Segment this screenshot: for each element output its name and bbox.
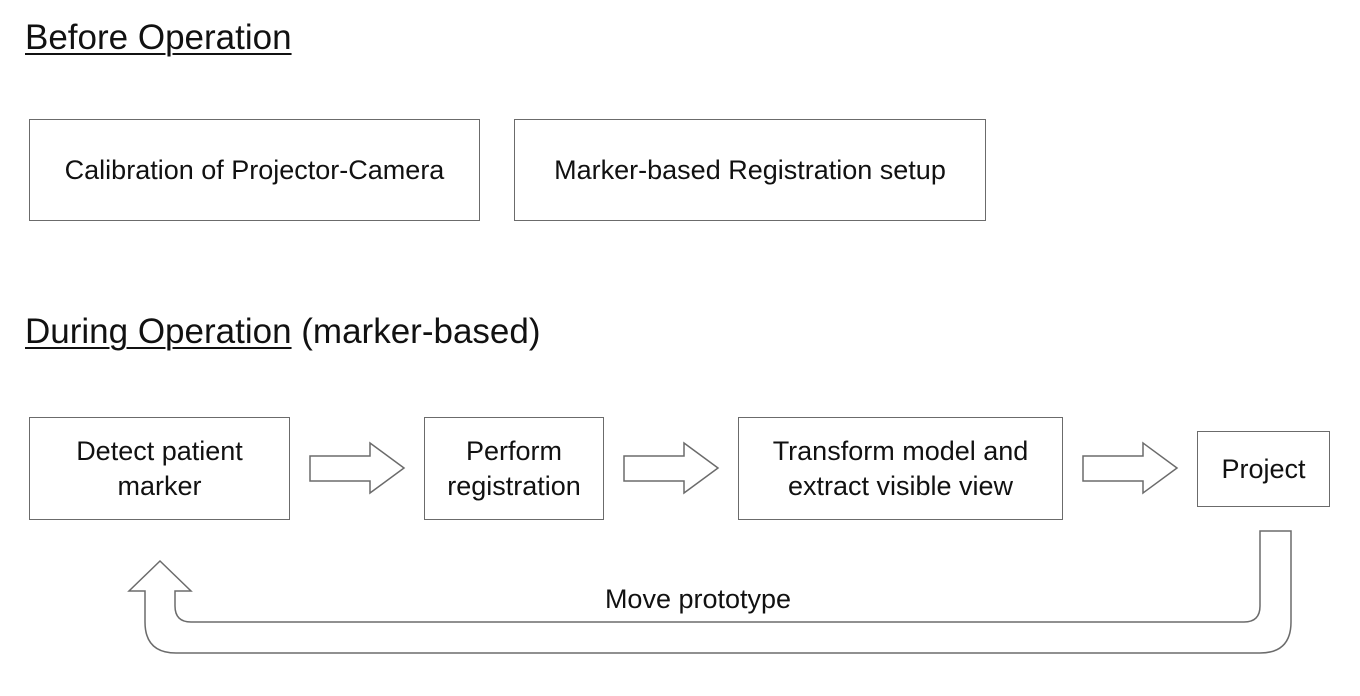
arrow-right-2 (623, 441, 720, 495)
before-operation-heading: Before Operation (25, 18, 292, 58)
loop-arrow (127, 530, 1292, 654)
during-operation-qualifier: (marker-based) (291, 312, 541, 351)
arrow-right-1 (309, 441, 406, 495)
calibration-label: Calibration of Projector-Camera (64, 154, 445, 185)
detect-marker-line2: marker (117, 470, 202, 501)
project-box: Project (1197, 431, 1330, 507)
registration-setup-box: Marker-based Registration setup (514, 119, 986, 221)
transform-model-line1: Transform model and (772, 435, 1029, 466)
arrow-right-3 (1082, 441, 1179, 495)
detect-marker-line1: Detect patient (76, 435, 243, 466)
registration-setup-label: Marker-based Registration setup (554, 154, 946, 185)
calibration-box: Calibration of Projector-Camera (29, 119, 480, 221)
before-operation-title: Before Operation (25, 18, 292, 57)
detect-marker-box: Detect patient marker (29, 417, 290, 520)
during-operation-title: During Operation (25, 312, 292, 351)
project-label: Project (1221, 453, 1306, 484)
perform-registration-line2: registration (447, 470, 581, 501)
move-prototype-label: Move prototype (604, 584, 792, 614)
transform-model-line2: extract visible view (787, 470, 1014, 501)
transform-model-box: Transform model and extract visible view (738, 417, 1063, 520)
perform-registration-line1: Perform (465, 435, 562, 466)
perform-registration-box: Perform registration (424, 417, 604, 520)
during-operation-heading: During Operation (marker-based) (25, 312, 541, 352)
